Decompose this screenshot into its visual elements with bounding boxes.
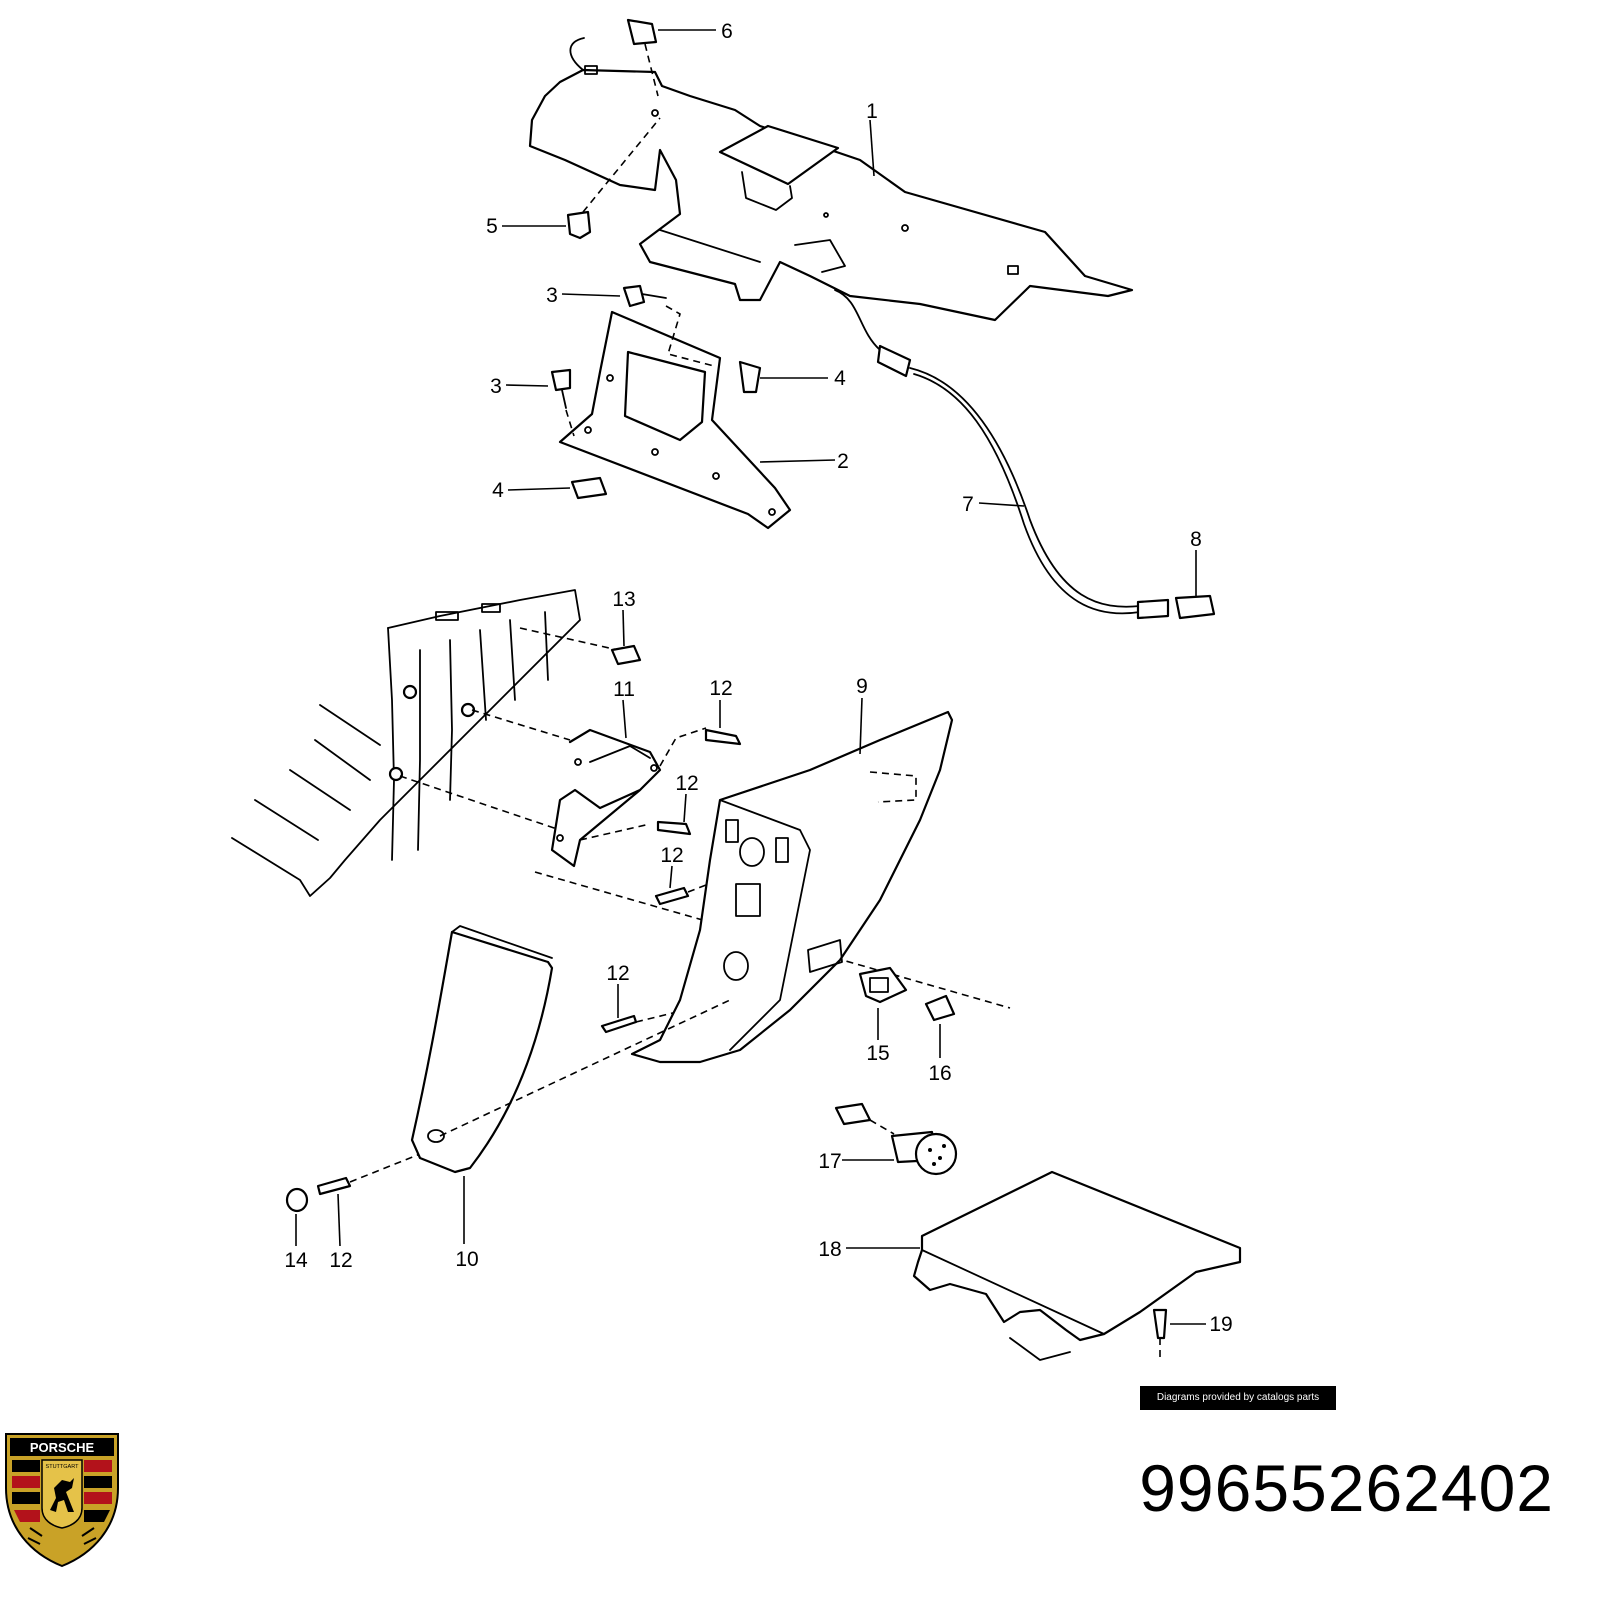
crest-brand-text: PORSCHE [30,1440,95,1455]
callout-12-e: 12 [329,1249,352,1272]
part-4-clip-lower [570,476,608,500]
callout-leaders [295,29,1206,1325]
callout-12-c: 12 [660,844,683,867]
part-10-panel [410,925,731,1174]
callout-9: 9 [856,675,868,698]
part-6-clip [626,18,659,97]
callout-11: 11 [613,678,635,701]
callout-16: 16 [928,1062,951,1085]
callout-15: 15 [866,1042,889,1065]
callout-19: 19 [1209,1313,1232,1336]
part-4-clip-upper [738,360,762,394]
part-11-bracket [534,727,1011,1009]
callout-5: 5 [486,215,498,238]
part-3-screw-lower [550,368,575,437]
callout-4-upper: 4 [834,367,846,390]
part-1-upper-trim-panel [528,37,1134,322]
part-5-bolt [566,117,661,240]
callout-8: 8 [1190,528,1202,551]
callout-13: 13 [612,588,635,611]
diagram-credit: Diagrams provided by catalogs parts [1140,1386,1336,1410]
callout-18: 18 [818,1238,841,1261]
porsche-crest-logo: PORSCHE STUTTGART [5,1433,119,1568]
part-number: 99655262402 [1139,1451,1554,1525]
part-15-switch [858,966,908,1004]
callout-14: 14 [284,1249,308,1272]
callout-2: 2 [837,450,849,473]
callout-10: 10 [455,1248,478,1271]
callout-12-a: 12 [709,677,732,700]
callout-4-lower: 4 [492,479,504,502]
callout-1: 1 [866,100,878,123]
part-17-lamp [834,1102,958,1176]
part-3-screw-upper [622,284,715,367]
callout-3-lower: 3 [490,375,502,398]
callout-12-d: 12 [606,962,629,985]
callout-6: 6 [721,20,733,43]
callout-labels: 1 2 3 3 4 4 5 6 7 8 9 10 11 12 12 12 12 … [284,20,1232,1336]
part-13-clip [610,644,642,666]
part-14-cap [285,1187,309,1213]
part-9-trim-cover [630,710,954,1064]
callout-3-upper: 3 [546,284,558,307]
dashboard-frame-structure [231,589,619,897]
part-8-connector [1174,594,1216,620]
callout-7: 7 [962,493,974,516]
part-18-tray [912,1170,1242,1361]
callout-17: 17 [818,1150,841,1173]
part-12-screws [316,728,751,1196]
part-16-block [924,994,956,1022]
part-19-screw [1152,1308,1168,1360]
callout-12-b: 12 [675,772,698,795]
crest-city-text: STUTTGART [46,1464,80,1470]
part-7-cable [834,289,1170,620]
part-2-bracket [558,310,792,530]
